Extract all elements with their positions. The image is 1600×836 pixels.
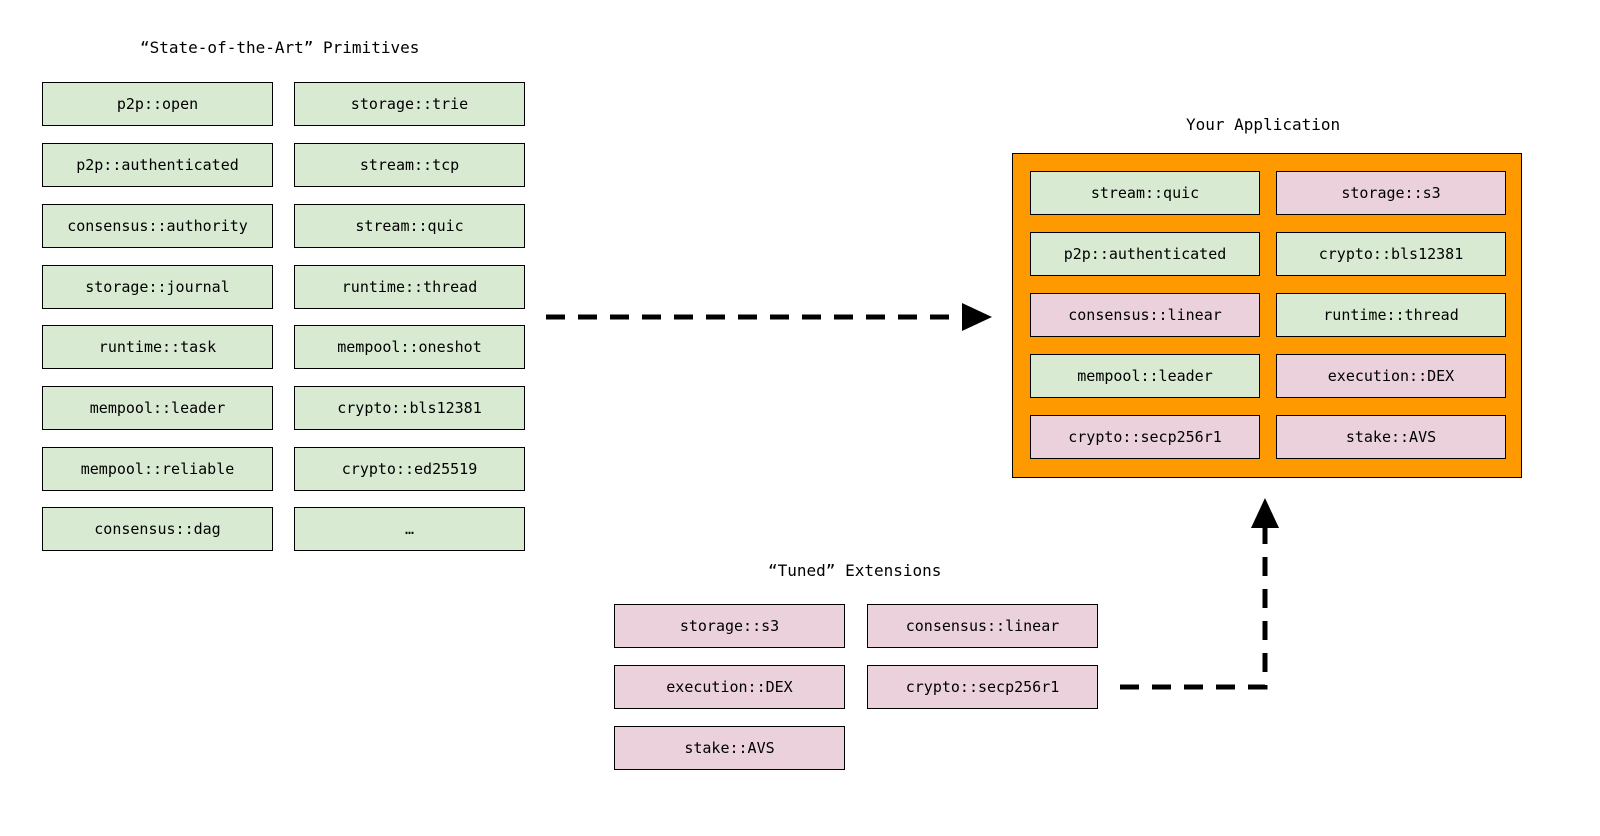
chip-label: runtime::thread	[341, 278, 478, 296]
primitive-chip[interactable]: runtime::task	[42, 325, 273, 369]
application-chip[interactable]: crypto::secp256r1	[1030, 415, 1260, 459]
chip-label: crypto::ed25519	[341, 460, 478, 478]
application-chip[interactable]: storage::s3	[1276, 171, 1506, 215]
application-chip[interactable]: stake::AVS	[1276, 415, 1506, 459]
chip-label: storage::trie	[350, 95, 469, 113]
chip-label: stake::AVS	[684, 739, 775, 757]
application-chip[interactable]: consensus::linear	[1030, 293, 1260, 337]
application-chip[interactable]: runtime::thread	[1276, 293, 1506, 337]
chip-label: p2p::open	[116, 95, 199, 113]
extension-chip[interactable]: storage::s3	[614, 604, 845, 648]
extension-chip[interactable]: crypto::secp256r1	[867, 665, 1098, 709]
primitives-section-title: “State-of-the-Art” Primitives	[140, 38, 420, 57]
chip-label: consensus::linear	[1068, 306, 1222, 324]
chip-label: mempool::leader	[1077, 367, 1213, 385]
extension-chip[interactable]: consensus::linear	[867, 604, 1098, 648]
primitive-chip[interactable]: mempool::oneshot	[294, 325, 525, 369]
primitive-chip[interactable]: storage::journal	[42, 265, 273, 309]
extension-chip[interactable]: execution::DEX	[614, 665, 845, 709]
chip-label: p2p::authenticated	[76, 156, 239, 174]
chip-label: consensus::authority	[67, 217, 248, 235]
primitive-chip[interactable]: p2p::open	[42, 82, 273, 126]
application-container: stream::quic p2p::authenticated consensu…	[1012, 153, 1522, 478]
chip-label: mempool::leader	[89, 399, 226, 417]
arrow-primitives-to-application	[546, 303, 992, 331]
application-chip[interactable]: execution::DEX	[1276, 354, 1506, 398]
chip-label: stake::AVS	[1345, 428, 1437, 446]
application-chip[interactable]: stream::quic	[1030, 171, 1260, 215]
application-section-title: Your Application	[1186, 115, 1341, 134]
chip-label: execution::DEX	[666, 678, 793, 696]
primitive-chip[interactable]: consensus::authority	[42, 204, 273, 248]
primitive-chip[interactable]: mempool::leader	[42, 386, 273, 430]
chip-label: crypto::bls12381	[337, 399, 482, 417]
application-chip[interactable]: p2p::authenticated	[1030, 232, 1260, 276]
primitive-chip[interactable]: …	[294, 507, 525, 551]
chip-label: stream::tcp	[359, 156, 460, 174]
chip-label: runtime::task	[98, 338, 217, 356]
application-chip[interactable]: mempool::leader	[1030, 354, 1260, 398]
chip-label: crypto::secp256r1	[905, 678, 1060, 696]
primitive-chip[interactable]: storage::trie	[294, 82, 525, 126]
application-chip[interactable]: crypto::bls12381	[1276, 232, 1506, 276]
chip-label: runtime::thread	[1323, 306, 1459, 324]
arrow-extensions-to-application	[1120, 498, 1279, 690]
chip-label: stream::quic	[1090, 184, 1200, 202]
chip-label: crypto::secp256r1	[1068, 428, 1222, 446]
extension-chip[interactable]: stake::AVS	[614, 726, 845, 770]
chip-label: stream::quic	[355, 217, 464, 235]
chip-label: mempool::oneshot	[337, 338, 482, 356]
chip-label: storage::journal	[85, 278, 230, 296]
chip-label: …	[404, 520, 415, 538]
chip-label: consensus::linear	[905, 617, 1060, 635]
primitive-chip[interactable]: runtime::thread	[294, 265, 525, 309]
primitive-chip[interactable]: stream::quic	[294, 204, 525, 248]
primitive-chip[interactable]: crypto::bls12381	[294, 386, 525, 430]
primitive-chip[interactable]: p2p::authenticated	[42, 143, 273, 187]
chip-label: p2p::authenticated	[1063, 245, 1227, 263]
chip-label: execution::DEX	[1327, 367, 1455, 385]
primitive-chip[interactable]: mempool::reliable	[42, 447, 273, 491]
extensions-section-title: “Tuned” Extensions	[768, 561, 942, 580]
primitive-chip[interactable]: consensus::dag	[42, 507, 273, 551]
chip-label: storage::s3	[679, 617, 780, 635]
chip-label: consensus::dag	[94, 520, 221, 538]
primitive-chip[interactable]: stream::tcp	[294, 143, 525, 187]
chip-label: mempool::reliable	[80, 460, 235, 478]
chip-label: storage::s3	[1341, 184, 1441, 202]
chip-label: crypto::bls12381	[1318, 245, 1464, 263]
primitive-chip[interactable]: crypto::ed25519	[294, 447, 525, 491]
